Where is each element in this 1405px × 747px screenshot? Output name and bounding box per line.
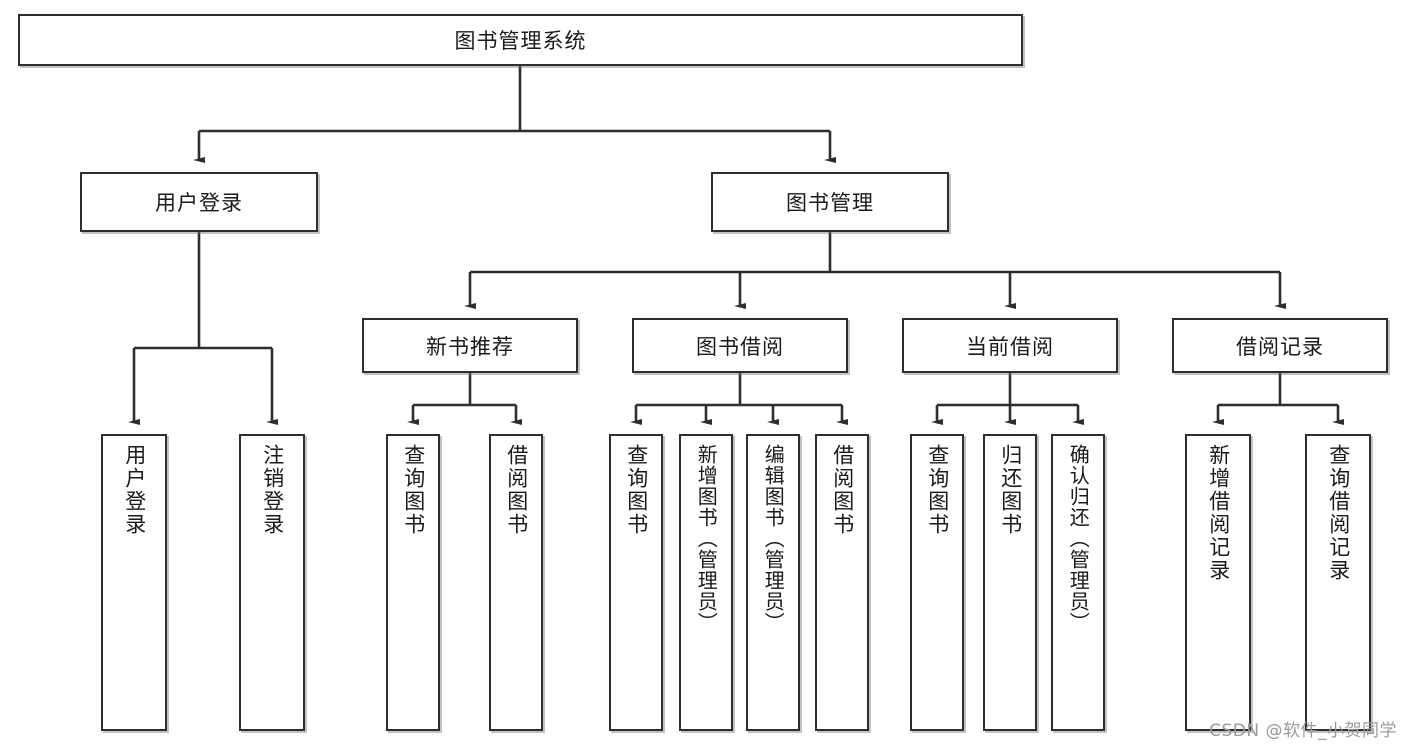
leaf-label: 查询借阅记录 [1326, 444, 1351, 582]
leaf-label: 借阅图书 [830, 444, 855, 536]
leaf-label: 查询图书 [925, 444, 950, 536]
node-book-management[interactable]: 图书管理 [711, 172, 949, 232]
leaf-label: 查询图书 [624, 444, 649, 536]
node-user-login[interactable]: 用户登录 [80, 172, 318, 232]
leaf-query-book-current[interactable]: 查询图书 [910, 434, 964, 731]
node-book-borrow[interactable]: 图书借阅 [632, 318, 848, 373]
leaf-label: 借阅图书 [504, 444, 529, 536]
leaf-edit-book-admin[interactable]: 编辑图书（管理员） [746, 434, 800, 731]
leaf-borrow-book-rec[interactable]: 借阅图书 [489, 434, 543, 731]
leaf-label: 注销登录 [260, 444, 285, 536]
leaf-user-login[interactable]: 用户登录 [101, 434, 167, 731]
node-borrow-record[interactable]: 借阅记录 [1172, 318, 1388, 373]
node-new-book-recommendation[interactable]: 新书推荐 [362, 318, 578, 373]
leaf-label: 归还图书 [998, 444, 1023, 536]
leaf-add-borrow-record[interactable]: 新增借阅记录 [1185, 434, 1251, 731]
leaf-label: 查询图书 [401, 444, 426, 536]
leaf-confirm-return-admin[interactable]: 确认归还（管理员） [1051, 434, 1105, 731]
leaf-label: 用户登录 [122, 444, 147, 536]
watermark: CSDN @软件_小贺同学 [1209, 721, 1397, 741]
leaf-return-book[interactable]: 归还图书 [983, 434, 1037, 731]
leaf-label: 新增借阅记录 [1206, 444, 1231, 582]
leaf-borrow-book[interactable]: 借阅图书 [815, 434, 869, 731]
leaf-query-borrow-record[interactable]: 查询借阅记录 [1305, 434, 1371, 731]
leaf-label: 编辑图书（管理员） [761, 444, 786, 633]
node-current-borrow[interactable]: 当前借阅 [902, 318, 1118, 373]
node-root[interactable]: 图书管理系统 [18, 14, 1023, 66]
leaf-add-book-admin[interactable]: 新增图书（管理员） [679, 434, 733, 731]
leaf-query-book-borrow[interactable]: 查询图书 [609, 434, 663, 731]
leaf-logout[interactable]: 注销登录 [239, 434, 305, 731]
leaf-label: 确认归还（管理员） [1066, 444, 1091, 633]
leaf-query-book-rec[interactable]: 查询图书 [386, 434, 440, 731]
leaf-label: 新增图书（管理员） [694, 444, 719, 633]
